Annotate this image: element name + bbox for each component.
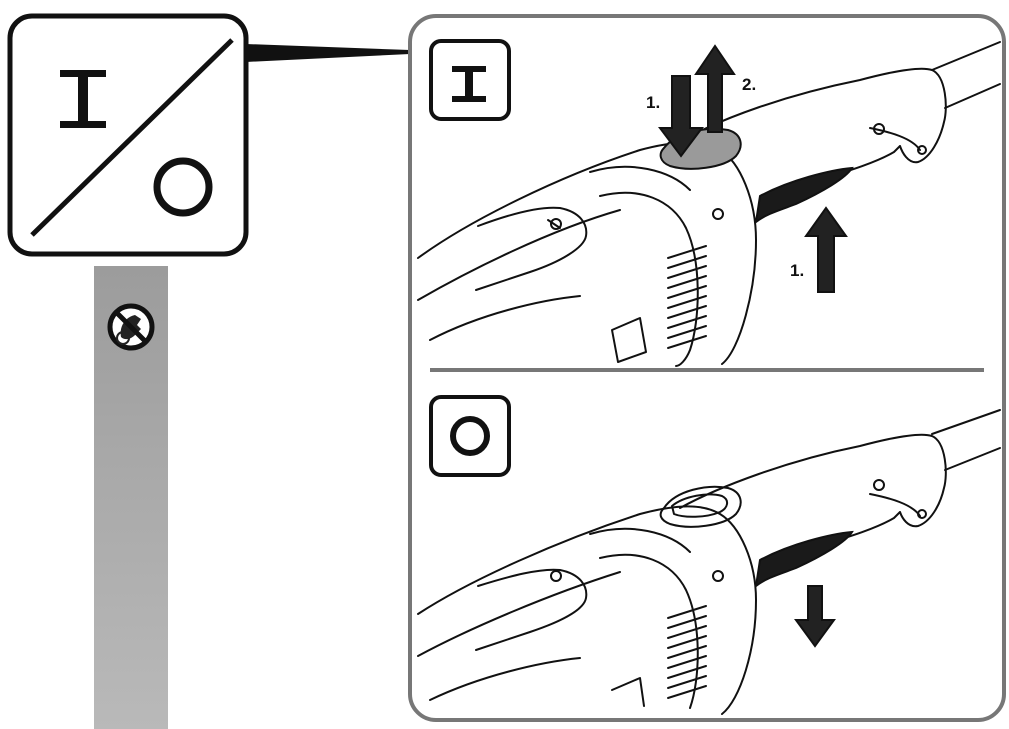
step-label-slide-forward: 2. bbox=[742, 75, 756, 94]
no-touch-warning-icon bbox=[107, 303, 155, 351]
on-off-symbol-box bbox=[7, 13, 249, 257]
callout-connector bbox=[246, 44, 410, 62]
trigger-lever-off bbox=[754, 530, 854, 589]
slide-forward-arrow bbox=[694, 44, 736, 133]
trigger-lever-on bbox=[754, 166, 854, 225]
press-down-arrow bbox=[658, 75, 704, 158]
off-symbol-large bbox=[153, 157, 213, 217]
step-label-squeeze-trigger: 1. bbox=[790, 261, 804, 280]
release-down-arrow bbox=[794, 585, 836, 648]
panel-off bbox=[417, 395, 1001, 715]
step-label-press-down: 1. bbox=[646, 93, 660, 112]
on-symbol-large bbox=[60, 70, 106, 128]
on-off-divider-slash bbox=[30, 38, 234, 237]
squeeze-trigger-arrow bbox=[804, 206, 848, 293]
vent-slots-on bbox=[667, 245, 707, 349]
on-symbol-box bbox=[429, 39, 511, 121]
panel-on: 1. 2. 1. bbox=[417, 39, 1001, 367]
angle-grinder-illustration-off bbox=[417, 409, 1001, 715]
off-symbol-box bbox=[429, 395, 511, 477]
angle-grinder-illustration-on bbox=[417, 41, 1001, 367]
vent-slots-off bbox=[667, 605, 707, 699]
